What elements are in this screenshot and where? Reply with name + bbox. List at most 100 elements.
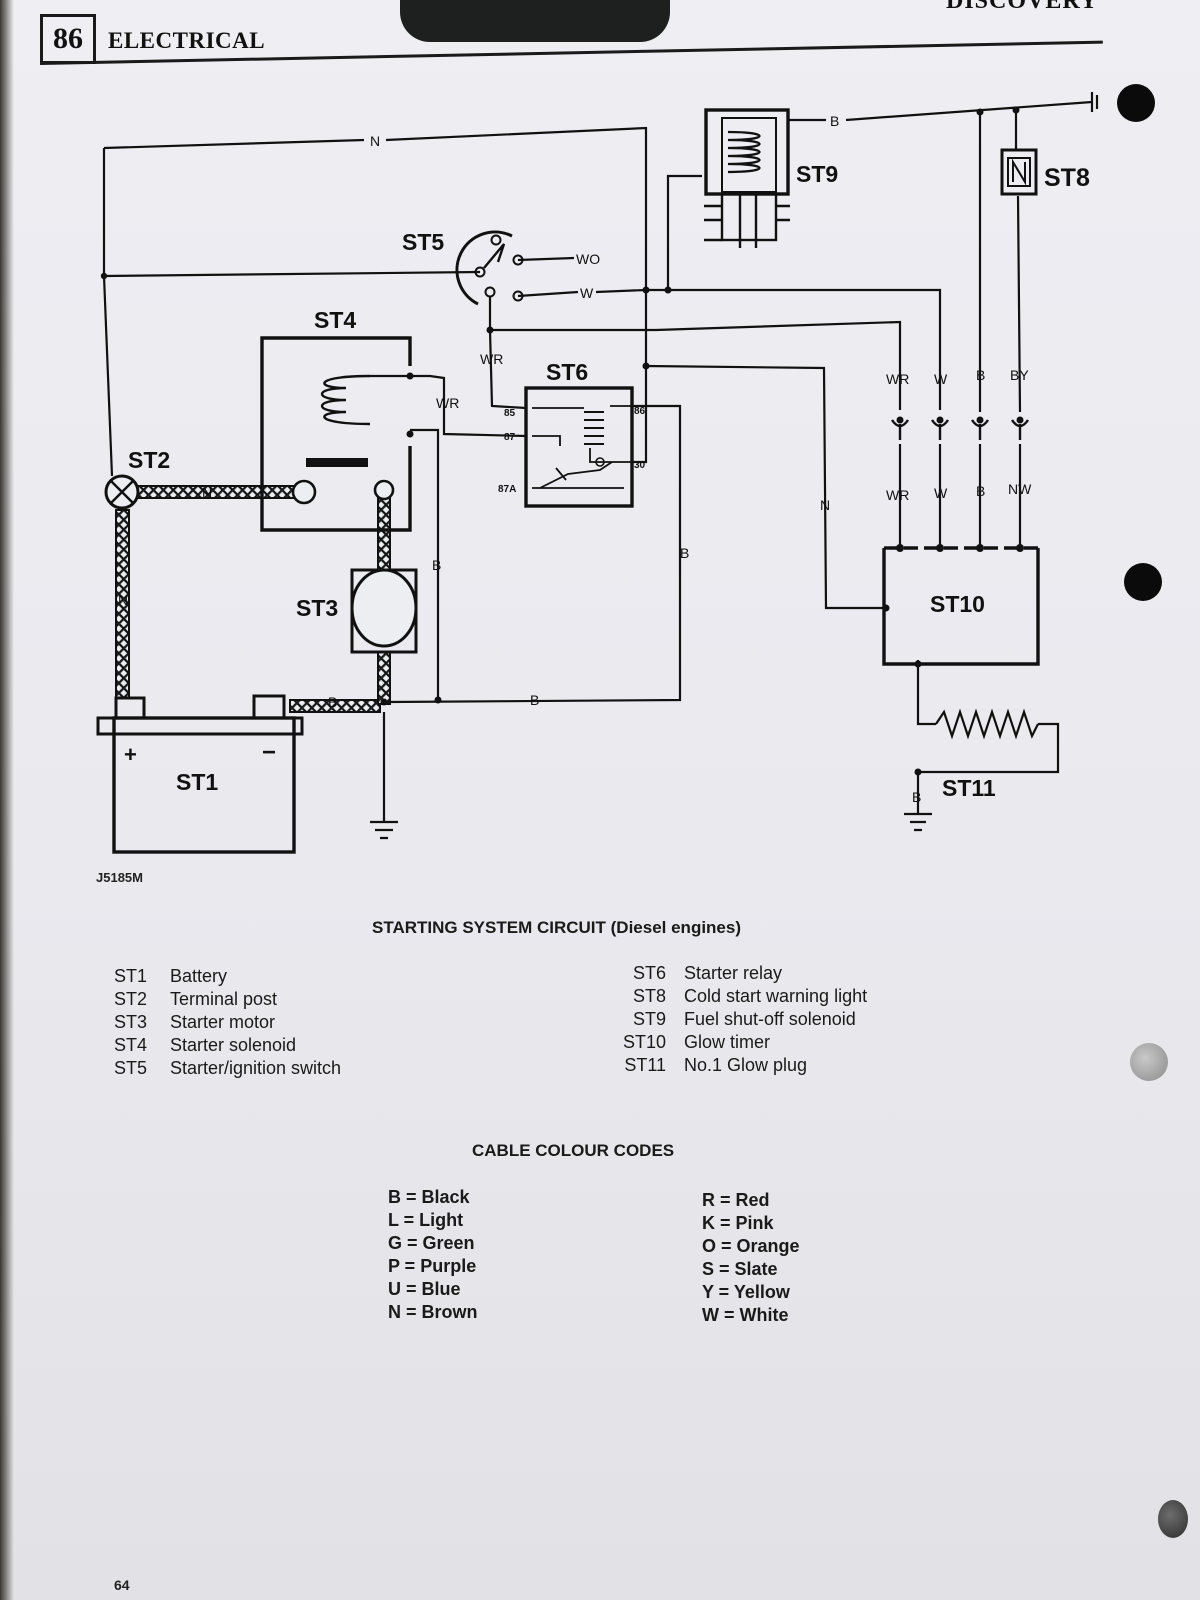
wire-label-wo: WO [576, 251, 600, 267]
section-title: ELECTRICAL [108, 28, 266, 53]
colour-code: U = Blue [388, 1279, 461, 1299]
punch-hole-4 [1158, 1500, 1188, 1538]
label-st4: ST4 [314, 307, 356, 333]
glow-ground-symbol [904, 812, 932, 832]
pin-87: 87 [504, 432, 516, 443]
colour-code: P = Purple [388, 1256, 477, 1276]
wire-label-n-relay: N [820, 497, 830, 513]
battery-plus-label: + [124, 742, 137, 767]
colour-codes-title: CABLE COLOUR CODES [472, 1141, 675, 1160]
conn-top-wr: WR [886, 371, 909, 387]
label-st11: ST11 [942, 775, 996, 801]
cable-st2-st4 [133, 485, 303, 499]
wire-label-b-bottom: B [530, 692, 539, 708]
component-labels: ST1 ST2 ST3 ST4 ST5 ST6 ST8 ST9 ST10 ST1… [124, 161, 1090, 801]
wire-label-n-vert: N [118, 592, 128, 608]
page-edge-shadow [0, 0, 14, 1600]
conn-top-b: B [976, 367, 985, 383]
colour-code: O = Orange [702, 1236, 800, 1256]
punch-hole-2 [1124, 563, 1162, 601]
diagram-ref-code: J5185M [96, 870, 143, 885]
colour-code: S = Slate [702, 1259, 778, 1279]
st3-ground-symbol [370, 820, 398, 840]
wire-label-wr-switch: WR [480, 351, 503, 367]
punch-hole-1 [1117, 84, 1155, 122]
label-st10: ST10 [930, 591, 985, 617]
wire-labels: N B WO W WR WR N N B B B B N B WR W B BY… [118, 113, 1032, 805]
wire-wr-harness [490, 320, 902, 410]
label-st1: ST1 [176, 769, 218, 795]
wire-label-b-st3: B [328, 694, 337, 710]
wire-label-n-top: N [370, 133, 380, 149]
wire-wr-switch [488, 296, 527, 410]
wire-label-wr-coil: WR [436, 395, 459, 411]
harness-connectors [891, 416, 1029, 440]
page-number: 64 [114, 1577, 130, 1593]
wire-label-w: W [580, 285, 594, 301]
label-st6: ST6 [546, 359, 588, 385]
section-number: 86 [40, 14, 96, 64]
conn-bottom-b: B [976, 483, 985, 499]
warning-light-st8 [1000, 148, 1038, 196]
label-st3: ST3 [296, 595, 338, 621]
wiring [102, 92, 1099, 840]
wire-label-b-relay: B [680, 545, 689, 561]
brand-title: DISCOVERY [946, 0, 1099, 14]
label-st9: ST9 [796, 161, 838, 187]
wire-b-st4 [410, 428, 440, 700]
pin-30: 30 [634, 460, 646, 471]
wire-glow-a [916, 660, 936, 726]
wire-w-b [595, 288, 647, 294]
glow-plug-element [935, 708, 1039, 740]
conn-bottom-nw: NW [1008, 481, 1032, 497]
wire-st8-by [1016, 195, 1022, 413]
battery-st1 [96, 694, 304, 854]
label-st5: ST5 [402, 229, 444, 255]
cable-battery-st3 [289, 699, 381, 713]
wire-st9-feed [666, 174, 702, 290]
wire-st5-feed [103, 270, 481, 278]
conn-top-by: BY [1010, 367, 1029, 383]
starter-motor-st3 [350, 568, 418, 654]
starter-relay-st6 [524, 386, 634, 508]
rail-ground-symbol [1090, 92, 1099, 112]
colour-codes-right: R = Red K = Pink O = Orange S = Slate Y … [702, 1190, 800, 1328]
punch-hole-3 [1130, 1043, 1168, 1081]
wire-wo [517, 256, 575, 262]
wire-glow-b [916, 722, 1060, 814]
terminal-post-st2 [104, 474, 140, 510]
binder-clip [400, 0, 670, 42]
label-st8: ST8 [1044, 164, 1090, 192]
pin-85: 85 [504, 408, 516, 419]
pin-87a: 87A [498, 484, 516, 495]
colour-code: G = Green [388, 1233, 475, 1253]
conn-bottom-wr: WR [886, 487, 909, 503]
wire-n-glow [645, 364, 884, 610]
colour-code: R = Red [702, 1190, 770, 1210]
wire-b-relay [387, 404, 682, 704]
wire-label-b-mid: B [432, 557, 441, 573]
wire-b-rail [845, 100, 1093, 122]
relay-pin-labels: 85 87 87A 86 30 [498, 406, 646, 495]
colour-code: W = White [702, 1305, 789, 1325]
colour-code: Y = Yellow [702, 1282, 790, 1302]
label-st2: ST2 [128, 447, 170, 473]
wire-label-b-glow: B [912, 789, 921, 805]
fuel-solenoid-st9 [704, 108, 790, 248]
junction-dots [100, 106, 1020, 776]
wire-label-b-top: B [830, 113, 839, 129]
conn-bottom-w: W [934, 485, 948, 501]
pin-86: 86 [634, 406, 646, 417]
